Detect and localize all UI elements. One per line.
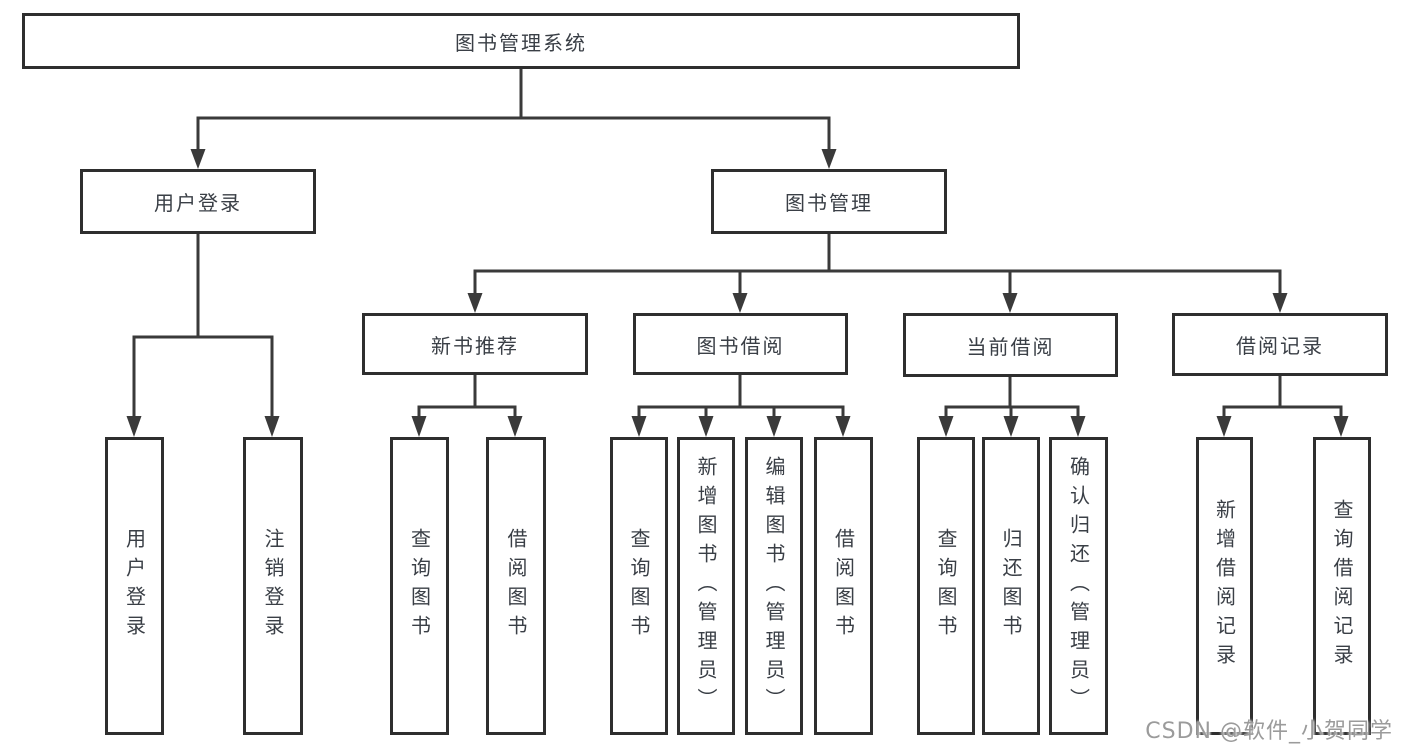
leaf-add-borrow-record: 新增借阅记录 xyxy=(1196,437,1253,735)
node-label: 借阅记录 xyxy=(1236,334,1324,358)
leaf-label: 用户登录 xyxy=(122,528,147,644)
arrowheads xyxy=(126,149,1349,437)
csdn-watermark: CSDN @软件_小贺同学 xyxy=(1145,719,1393,744)
leaf-edit-books-admin: 编辑图书（管理员） xyxy=(745,437,803,735)
leaf-label: 新增图书（管理员） xyxy=(694,455,718,717)
leaf-label: 借阅图书 xyxy=(504,528,528,644)
node-user-login-module: 用户登录 xyxy=(80,169,316,234)
node-book-borrowing: 图书借阅 xyxy=(633,313,848,375)
leaf-label: 归还图书 xyxy=(999,528,1023,644)
leaf-confirm-return-admin: 确认归还（管理员） xyxy=(1049,437,1108,735)
leaf-borrow-books-recommend: 借阅图书 xyxy=(486,437,546,735)
leaf-query-books-borrowing: 查询图书 xyxy=(610,437,668,735)
leaf-return-books: 归还图书 xyxy=(982,437,1040,735)
leaf-label: 确认归还（管理员） xyxy=(1066,455,1091,717)
node-label: 用户登录 xyxy=(154,191,242,215)
node-borrowing-records: 借阅记录 xyxy=(1172,313,1388,376)
leaf-user-login: 用户登录 xyxy=(105,437,164,735)
node-new-book-recommend: 新书推荐 xyxy=(362,313,588,375)
node-root-label: 图书管理系统 xyxy=(455,30,587,55)
leaf-label: 查询图书 xyxy=(934,528,958,644)
leaf-label: 借阅图书 xyxy=(831,528,856,644)
leaf-logout: 注销登录 xyxy=(243,437,303,735)
leaf-label: 注销登录 xyxy=(261,528,285,644)
node-current-borrowing: 当前借阅 xyxy=(903,313,1118,377)
leaf-query-books-current: 查询图书 xyxy=(917,437,975,735)
leaf-borrow-books: 借阅图书 xyxy=(814,437,873,735)
leaf-label: 查询图书 xyxy=(627,528,651,644)
leaf-label: 查询借阅记录 xyxy=(1330,499,1354,673)
node-book-management-module: 图书管理 xyxy=(711,169,947,234)
node-label: 图书借阅 xyxy=(696,333,785,358)
leaf-label: 新增借阅记录 xyxy=(1212,499,1237,673)
leaf-add-books-admin: 新增图书（管理员） xyxy=(677,437,735,735)
leaf-label: 编辑图书（管理员） xyxy=(762,455,786,717)
connector-paths xyxy=(132,68,1343,419)
leaf-label: 查询图书 xyxy=(407,528,432,644)
node-label: 图书管理 xyxy=(785,191,873,215)
node-root-system: 图书管理系统 xyxy=(22,13,1020,69)
node-label: 当前借阅 xyxy=(966,334,1055,359)
leaf-query-borrow-record: 查询借阅记录 xyxy=(1313,437,1371,735)
node-label: 新书推荐 xyxy=(431,333,519,358)
leaf-query-books-recommend: 查询图书 xyxy=(390,437,449,735)
